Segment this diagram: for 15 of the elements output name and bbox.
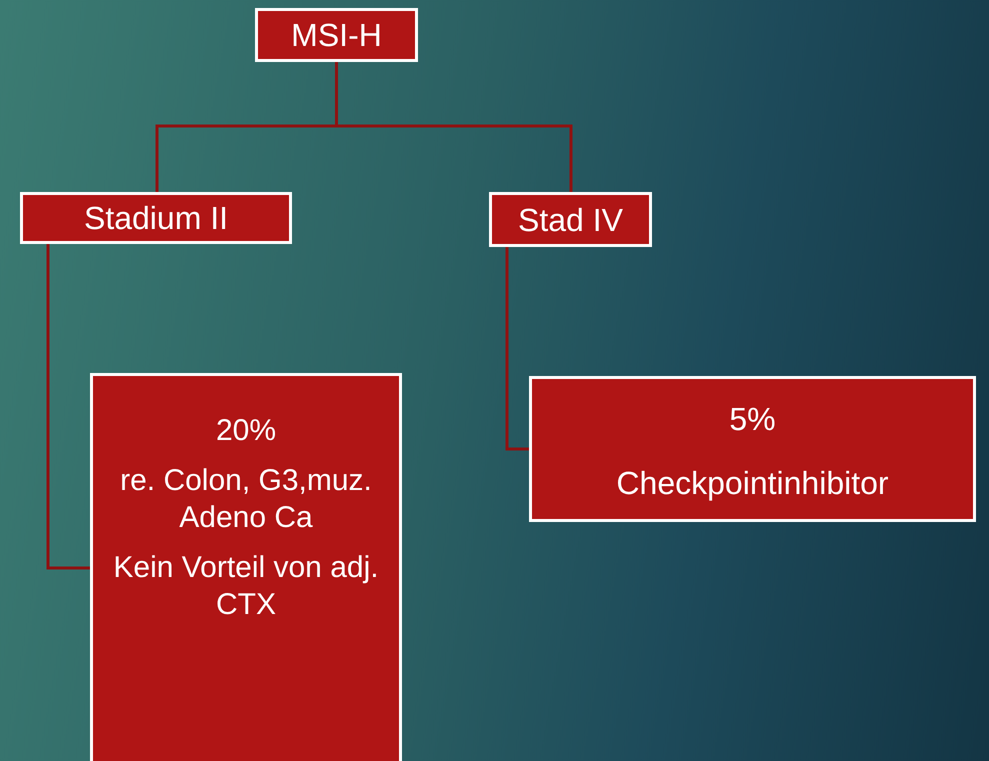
process-box: [489, 192, 652, 247]
box-text: Kein Vorteil von adj. CTX: [112, 550, 380, 623]
box-text: Stad IV: [518, 200, 623, 240]
box-text: Stadium II: [84, 199, 228, 238]
process-box: [90, 373, 402, 761]
process-box: [529, 376, 976, 522]
box-text: MSI-H: [291, 16, 382, 55]
connector-line: [506, 247, 529, 450]
process-box: [255, 8, 418, 62]
connector-line: [46, 244, 90, 570]
box-text: re. Colon, G3,muz. Adeno Ca: [119, 462, 373, 536]
box-text: Checkpointinhibitor: [616, 464, 889, 503]
process-box: [20, 192, 292, 244]
box-text: 5%: [729, 400, 776, 439]
box-text: 20%: [216, 413, 276, 449]
